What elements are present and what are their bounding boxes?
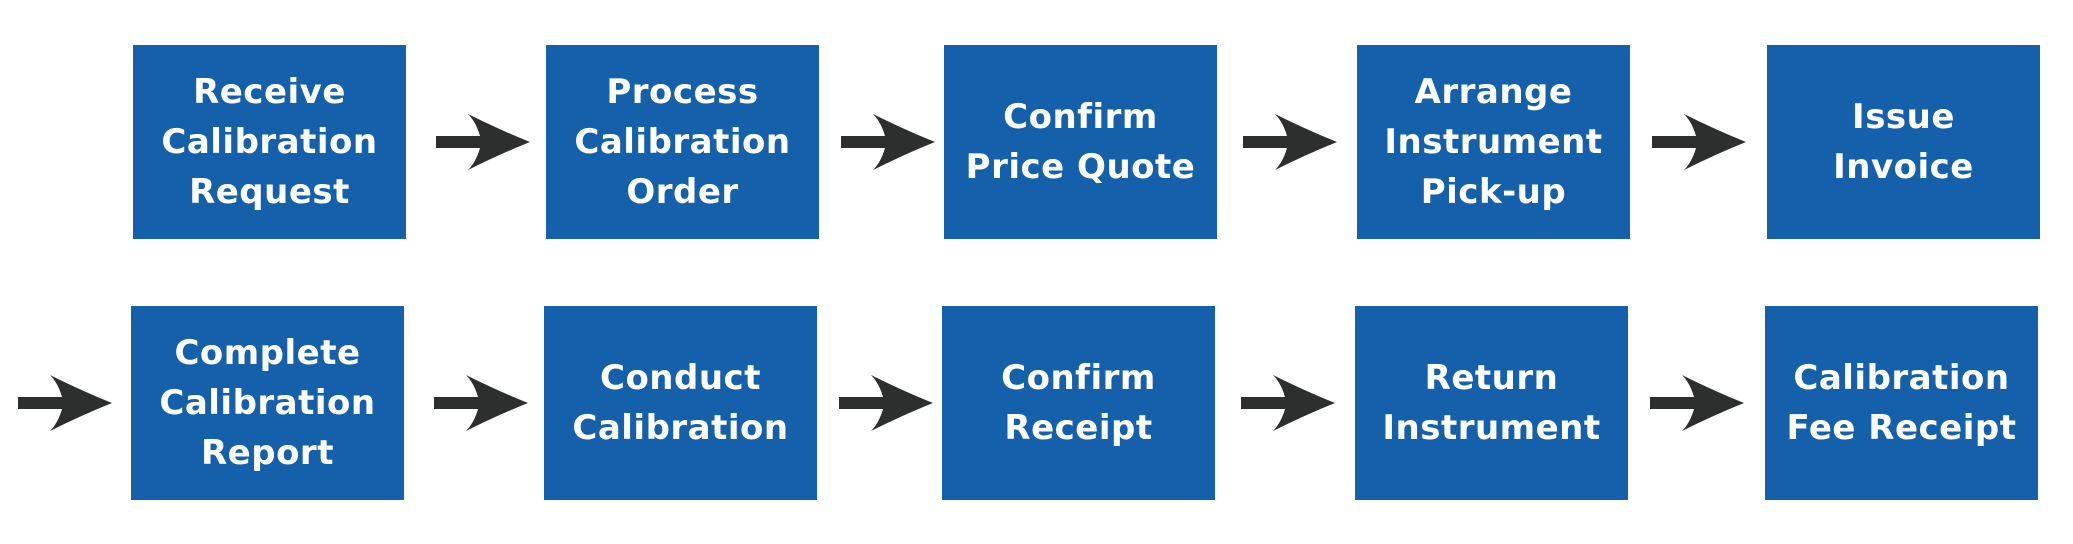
step-label: Calibration Fee Receipt	[1786, 358, 2017, 448]
step-label: Confirm Receipt	[1001, 358, 1156, 448]
step-receive-calibration-request: Receive Calibration Request	[133, 45, 406, 239]
step-issue-invoice: Issue Invoice	[1767, 45, 2040, 239]
step-calibration-fee-receipt: Calibration Fee Receipt	[1765, 306, 2038, 500]
step-arrange-instrument-pick-up: Arrange Instrument Pick-up	[1357, 45, 1630, 239]
right-arrow-icon	[839, 375, 933, 431]
step-label: Receive Calibration Request	[161, 72, 378, 212]
step-label: Conduct Calibration	[572, 358, 789, 448]
step-label: Process Calibration Order	[574, 72, 791, 212]
right-arrow-icon	[1650, 375, 1744, 431]
step-label: Issue Invoice	[1833, 97, 1974, 187]
step-return-instrument: Return Instrument	[1355, 306, 1628, 500]
right-arrow-icon	[841, 114, 935, 170]
step-label: Complete Calibration Report	[159, 333, 376, 473]
right-arrow-icon	[1652, 114, 1746, 170]
step-label: Return Instrument	[1382, 358, 1601, 448]
step-conduct-calibration: Conduct Calibration	[544, 306, 817, 500]
right-arrow-icon	[18, 375, 112, 431]
right-arrow-icon	[1243, 114, 1337, 170]
step-process-calibration-order: Process Calibration Order	[546, 45, 819, 239]
step-complete-calibration-report: Complete Calibration Report	[131, 306, 404, 500]
right-arrow-icon	[434, 375, 528, 431]
step-confirm-price-quote: Confirm Price Quote	[944, 45, 1217, 239]
step-confirm-receipt: Confirm Receipt	[942, 306, 1215, 500]
step-label: Confirm Price Quote	[965, 97, 1196, 187]
right-arrow-icon	[436, 114, 530, 170]
right-arrow-icon	[1241, 375, 1335, 431]
step-label: Arrange Instrument Pick-up	[1384, 72, 1603, 212]
